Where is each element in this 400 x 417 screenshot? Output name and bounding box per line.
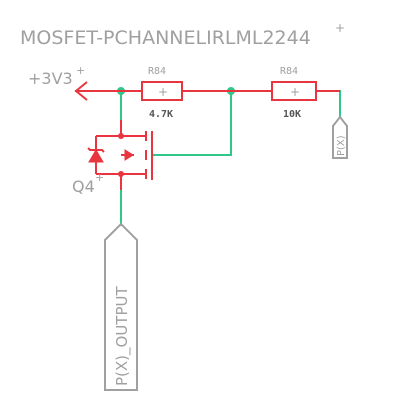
mosfet-drain-node [118,171,124,177]
resistor-2: + [231,81,340,101]
part-title: MOSFET-PCHANNELIRLML2244 [20,27,311,49]
transistor-mark: + [95,171,104,184]
resistor-2-center-mark: + [290,85,300,99]
supply-symbol [74,81,121,101]
resistor-2-value: 10K [283,109,301,120]
resistor-1: + [121,81,231,101]
wire-gate-node [152,91,232,156]
input-connector-label: P(X) [336,135,347,156]
transistor-label: Q4 [72,177,95,196]
input-connector: P(X) [332,115,348,159]
wire-r2-to-input [316,90,341,117]
resistor-1-name: R84 [148,66,166,77]
supply-label: +3V3 [28,69,73,88]
output-connector: P(X)_OUTPUT [104,222,138,391]
mosfet-source-node [118,133,124,139]
supply-mark: + [76,64,85,77]
mosfet-symbol [87,120,153,190]
resistor-2-name: R84 [280,66,298,77]
output-connector-label: P(X)_OUTPUT [113,286,132,386]
resistor-1-center-mark: + [158,85,168,99]
resistor-1-value: 4.7K [149,109,173,120]
part-title-mark: + [335,21,345,35]
